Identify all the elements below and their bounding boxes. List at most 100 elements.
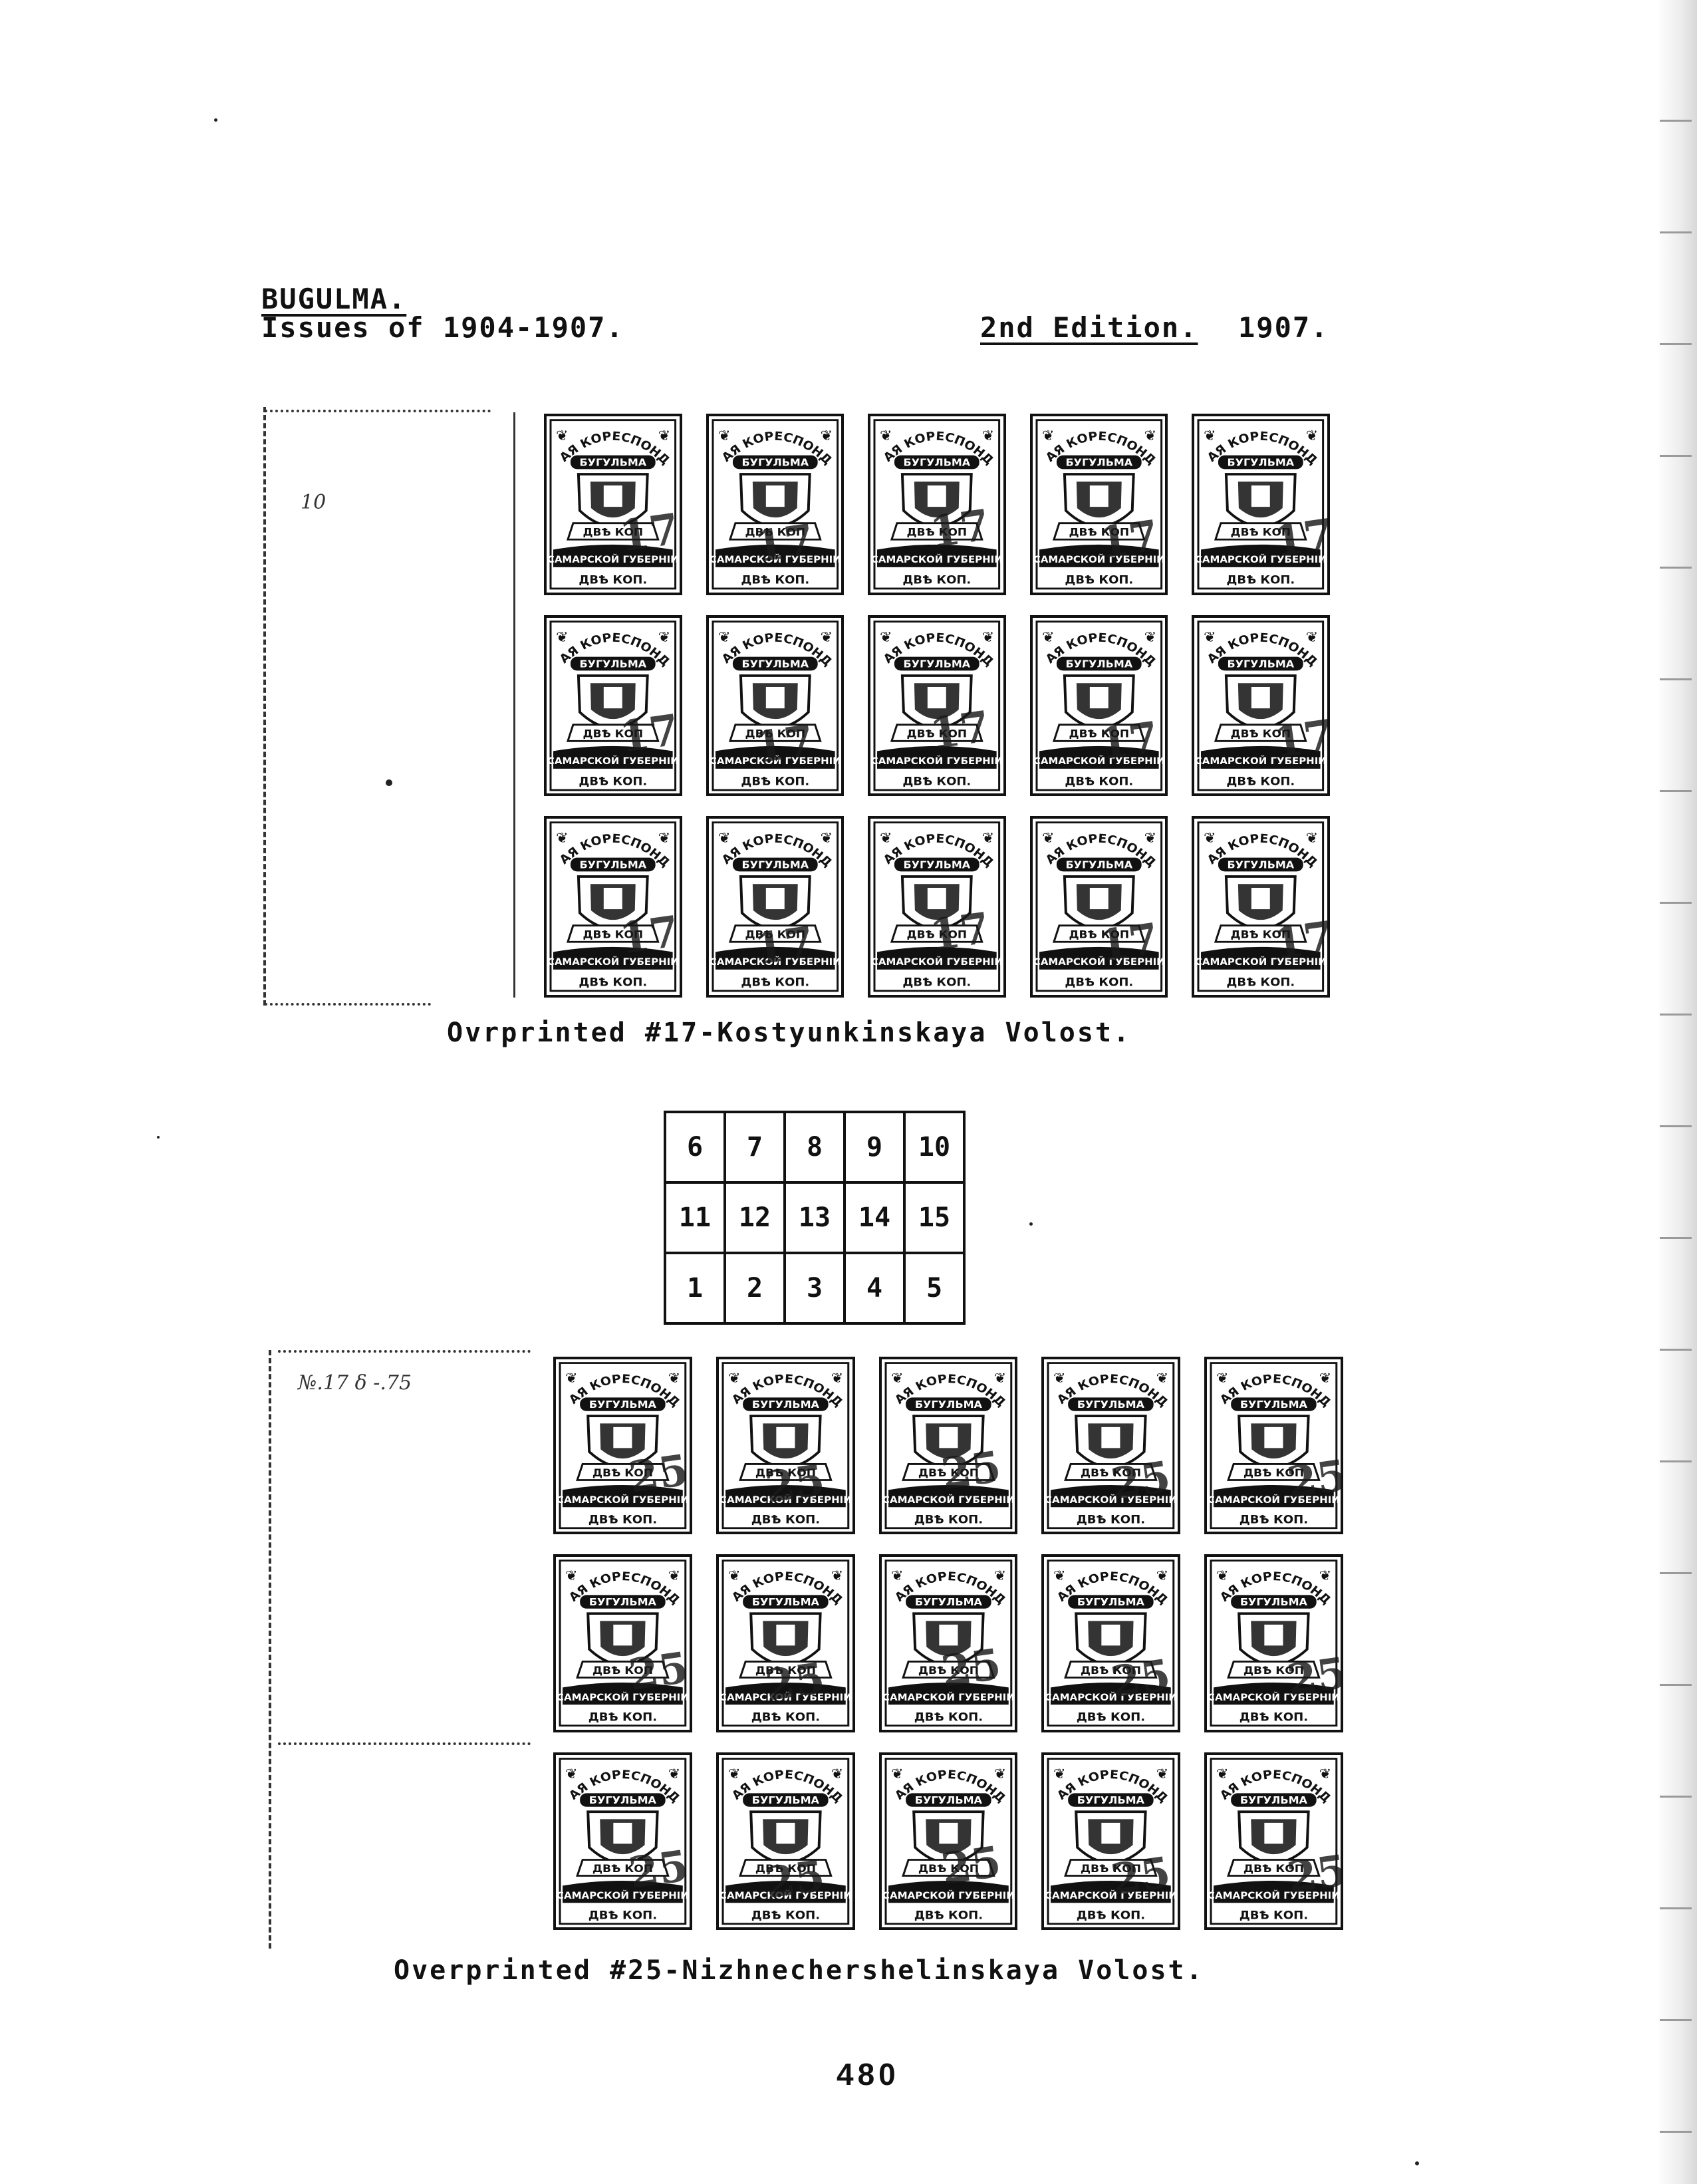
binder-tick <box>1660 1796 1692 1798</box>
stamp: ЗЕМСКАЯ КОРЕСПОНДЕНЦІЯБУГУЛЬМАДВѢ КОПСАМ… <box>1041 1752 1181 1930</box>
stamp-value-banner: ДВѢ КОП <box>1069 526 1129 538</box>
stamp-value-bottom: ДВѢ КОП. <box>1240 1711 1308 1724</box>
stamp-overprint: 25 <box>1107 1452 1174 1510</box>
stamp-overprint: 17 <box>1095 712 1162 770</box>
svg-text:❦: ❦ <box>1053 1766 1065 1782</box>
stamp-overprint: 25 <box>1283 1845 1343 1904</box>
stamp-town-text: БУГУЛЬМА <box>752 1794 819 1806</box>
svg-text:❦: ❦ <box>1306 831 1318 847</box>
svg-text:❦: ❦ <box>1156 1766 1168 1782</box>
stamp-overprint: 25 <box>762 1851 828 1909</box>
svg-text:❦: ❦ <box>1306 629 1318 645</box>
stamp-value-banner: ДВѢ КОП <box>907 728 968 740</box>
stamp-town-text: БУГУЛЬМА <box>904 658 971 670</box>
stamp-town-text: БУГУЛЬМА <box>752 1597 819 1608</box>
stamp-value-banner: ДВѢ КОП <box>918 1467 978 1479</box>
stamp-value-banner: ДВѢ КОП <box>755 1665 816 1677</box>
svg-text:❦: ❦ <box>556 629 568 645</box>
plate-top-selvage <box>265 410 491 412</box>
stamp-value-banner: ДВѢ КОП <box>1243 1862 1304 1874</box>
stamp-overprint: 25 <box>1283 1648 1343 1706</box>
stamp-overprint: 25 <box>762 1455 828 1514</box>
stamp-overprint: 25 <box>938 1837 1004 1895</box>
stamp: ЗЕМСКАЯ КОРЕСПОНДЕНЦІЯБУГУЛЬМАДВѢ КОПСАМ… <box>544 816 682 998</box>
stamp-design: ЗЕМСКАЯ КОРЕСПОНДЕНЦІЯБУГУЛЬМАДВѢ КОПСАМ… <box>709 618 841 791</box>
stamp-province-text: САМАРСКОЙ ГУБЕРНІИ <box>709 554 841 566</box>
stamp: ЗЕМСКАЯ КОРЕСПОНДЕНЦІЯБУГУЛЬМАДВѢ КОПСАМ… <box>1041 1357 1181 1535</box>
svg-text:❦: ❦ <box>565 1371 577 1387</box>
stamp: ЗЕМСКАЯ КОРЕСПОНДЕНЦІЯБУГУЛЬМАДВѢ КОПСАМ… <box>1029 414 1168 595</box>
stamp-town-text: БУГУЛЬМА <box>1065 859 1132 871</box>
plate-bottom-margin-note: №.17 δ -.75 <box>298 1371 412 1395</box>
stamp-overprint: 17 <box>616 906 682 964</box>
stamp-province-text: САМАРСКОЙ ГУБЕРНІИ <box>1045 1494 1177 1505</box>
svg-text:❦: ❦ <box>565 1568 577 1584</box>
stamp-value-banner: ДВѢ КОП <box>583 728 643 740</box>
svg-text:❦: ❦ <box>718 831 730 847</box>
edition-label: 2nd Edition. <box>980 311 1198 344</box>
stamp-design: ЗЕМСКАЯ КОРЕСПОНДЕНЦІЯБУГУЛЬМАДВѢ КОПСАМ… <box>1207 1359 1340 1530</box>
stamp-value-banner: ДВѢ КОП <box>583 928 643 940</box>
svg-text:❦: ❦ <box>728 1766 740 1782</box>
stamp: ЗЕМСКАЯ КОРЕСПОНДЕНЦІЯБУГУЛЬМАДВѢ КОПСАМ… <box>1192 816 1330 998</box>
stamp-town-text: БУГУЛЬМА <box>752 1399 819 1411</box>
stamp-province-text: САМАРСКОЙ ГУБЕРНІИ <box>1195 554 1327 566</box>
binder-tick <box>1660 1572 1692 1574</box>
stamp-overprint: 17 <box>1271 710 1330 769</box>
stamp-value-bottom: ДВѢ КОП. <box>903 775 972 788</box>
stamp-value-bottom: ДВѢ КОП. <box>903 574 972 587</box>
stamp-province-text: САМАРСКОЙ ГУБЕРНІИ <box>1195 755 1327 767</box>
stamp-design: ЗЕМСКАЯ КОРЕСПОНДЕНЦІЯБУГУЛЬМАДВѢ КОПСАМ… <box>1044 1557 1177 1727</box>
plate-top-gutter-line <box>513 412 515 998</box>
stamp-province-text: САМАРСКОЙ ГУБЕРНІИ <box>871 956 1003 968</box>
stamp-value-banner: ДВѢ КОП <box>907 928 968 940</box>
stamp-town-text: БУГУЛЬМА <box>904 859 971 871</box>
plate-bottom-perf-row <box>278 1742 531 1745</box>
stamp-town-text: БУГУЛЬМА <box>1228 859 1295 871</box>
stamp: ЗЕМСКАЯ КОРЕСПОНДЕНЦІЯБУГУЛЬМАДВѢ КОПСАМ… <box>553 1554 692 1732</box>
svg-text:❦: ❦ <box>1042 831 1054 847</box>
stamp-province-text: САМАРСКОЙ ГУБЕРНІИ <box>1208 1890 1340 1901</box>
stamp: ЗЕМСКАЯ КОРЕСПОНДЕНЦІЯБУГУЛЬМАДВѢ КОПСАМ… <box>706 614 845 797</box>
stamp-design: ЗЕМСКАЯ КОРЕСПОНДЕНЦІЯБУГУЛЬМАДВѢ КОПСАМ… <box>719 1557 852 1727</box>
svg-text:❦: ❦ <box>880 428 892 444</box>
stamp-design: ЗЕМСКАЯ КОРЕСПОНДЕНЦІЯБУГУЛЬМАДВѢ КОПСАМ… <box>882 1557 1014 1727</box>
svg-text:❦: ❦ <box>556 428 568 444</box>
stamp-value-bottom: ДВѢ КОП. <box>1065 775 1133 788</box>
stamp-province-text: САМАРСКОЙ ГУБЕРНІИ <box>882 1890 1015 1901</box>
svg-text:❦: ❦ <box>891 1371 903 1387</box>
speck <box>157 1136 160 1139</box>
stamp: ЗЕМСКАЯ КОРЕСПОНДЕНЦІЯБУГУЛЬМАДВѢ КОПСАМ… <box>716 1752 855 1930</box>
stamp-town-text: БУГУЛЬМА <box>1065 457 1132 469</box>
stamp-design: ЗЕМСКАЯ КОРЕСПОНДЕНЦІЯБУГУЛЬМАДВѢ КОПСАМ… <box>1033 819 1164 992</box>
stamp-overprint: 17 <box>1095 913 1162 972</box>
svg-text:❦: ❦ <box>820 428 832 444</box>
position-cell: 11 <box>664 1181 726 1254</box>
stamp-value-banner: ДВѢ КОП <box>1243 1467 1304 1479</box>
stamp-value-bottom: ДВѢ КОП. <box>1227 976 1295 989</box>
stamp-value-bottom: ДВѢ КОП. <box>1065 574 1133 587</box>
stamp-province-text: САМАРСКОЙ ГУБЕРНІИ <box>547 755 679 767</box>
stamp-overprint: 17 <box>616 503 682 562</box>
stamp: ЗЕМСКАЯ КОРЕСПОНДЕНЦІЯБУГУЛЬМАДВѢ КОПСАМ… <box>553 1357 692 1535</box>
svg-text:❦: ❦ <box>1216 1568 1229 1584</box>
stamp: ЗЕМСКАЯ КОРЕСПОНДЕНЦІЯБУГУЛЬМАДВѢ КОПСАМ… <box>1029 816 1168 998</box>
stamp-value-bottom: ДВѢ КОП. <box>588 1514 657 1526</box>
svg-text:❦: ❦ <box>658 831 670 847</box>
svg-text:❦: ❦ <box>982 629 994 645</box>
stamp: ЗЕМСКАЯ КОРЕСПОНДЕНЦІЯБУГУЛЬМАДВѢ КОПСАМ… <box>1204 1357 1343 1535</box>
stamp-value-banner: ДВѢ КОП <box>592 1862 653 1874</box>
stamp-town-text: БУГУЛЬМА <box>1077 1399 1144 1411</box>
stamp-value-bottom: ДВѢ КОП. <box>579 574 647 587</box>
stamp-overprint: 25 <box>938 1639 1004 1697</box>
stamp-province-text: САМАРСКОЙ ГУБЕРНІИ <box>709 755 841 767</box>
position-cell: 5 <box>903 1252 966 1325</box>
svg-text:❦: ❦ <box>1216 1371 1229 1387</box>
stamp-overprint: 17 <box>1271 912 1330 970</box>
stamp-overprint: 17 <box>1095 511 1162 569</box>
svg-text:❦: ❦ <box>1053 1371 1065 1387</box>
svg-text:❦: ❦ <box>982 831 994 847</box>
